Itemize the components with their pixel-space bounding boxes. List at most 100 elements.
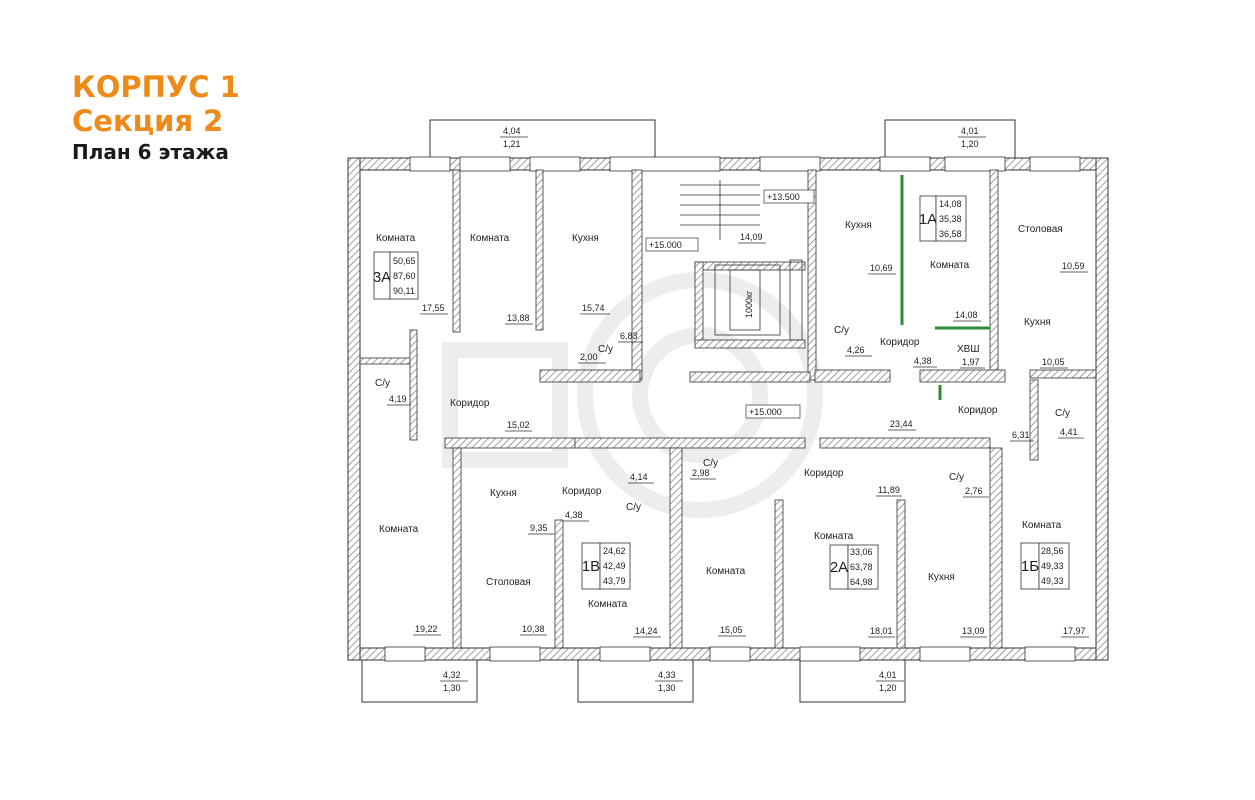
area-value: 10,59 — [1062, 261, 1085, 271]
svg-text:+15.000: +15.000 — [649, 240, 682, 250]
svg-text:+15.000: +15.000 — [749, 407, 782, 417]
room-label: Комната — [814, 531, 854, 542]
apartment-1a: 1А 14,08 35,38 36,58 — [919, 195, 967, 242]
room-label: Столовая — [486, 577, 531, 588]
room-label: С/у — [1055, 408, 1070, 419]
area-value: 23,44 — [890, 419, 913, 429]
svg-text:1,30: 1,30 — [443, 683, 461, 693]
apartment-1v: 1В 24,62 42,49 43,79 — [581, 542, 631, 590]
svg-text:4,01: 4,01 — [879, 670, 897, 680]
area-value: 4,14 — [630, 472, 648, 482]
apartment-area: 87,60 — [393, 271, 416, 281]
area-value: 17,97 — [1063, 626, 1086, 636]
area-value: 13,09 — [962, 626, 985, 636]
apartment-area: 50,65 — [393, 256, 416, 266]
area-value: 9,35 — [530, 523, 548, 533]
apartment-2a: 2А 33,06 63,78 64,98 — [829, 544, 879, 590]
room-label: С/у — [626, 502, 641, 513]
area-value: 15,74 — [582, 303, 605, 313]
svg-text:4,01: 4,01 — [961, 126, 979, 136]
room-label: Комната — [470, 233, 510, 244]
apartment-1b: 1Б 28,56 49,33 49,33 — [1020, 542, 1070, 590]
room-label: Комната — [706, 566, 746, 577]
apartment-area: 35,38 — [939, 214, 962, 224]
area-value: 4,41 — [1060, 427, 1078, 437]
interior-walls — [359, 169, 1097, 649]
area-value: 15,02 — [507, 420, 530, 430]
room-label: Коридор — [450, 398, 490, 409]
area-value: 4,19 — [389, 394, 407, 404]
area-value: 2,00 — [580, 352, 598, 362]
apartment-area: 63,78 — [850, 562, 873, 572]
room-label: Столовая — [1018, 224, 1063, 235]
svg-text:4,04: 4,04 — [503, 126, 521, 136]
svg-text:1,21: 1,21 — [503, 139, 521, 149]
room-area-values: 17,55 13,88 15,74 6,83 2,00 14,09 10,69 … — [389, 232, 1086, 636]
room-label: Кухня — [490, 488, 517, 499]
svg-text:1,20: 1,20 — [879, 683, 897, 693]
level-markers: +13.500 +15.000 +15.000 — [645, 189, 815, 419]
area-value: 17,55 — [422, 303, 445, 313]
room-label: Комната — [379, 524, 419, 535]
room-label: Комната — [588, 599, 628, 610]
area-value: 10,38 — [522, 624, 545, 634]
apartment-area: 64,98 — [850, 577, 873, 587]
area-value: 1,97 — [962, 357, 980, 367]
room-label: С/у — [375, 378, 390, 389]
windows — [384, 156, 1081, 662]
area-value: 10,05 — [1042, 357, 1065, 367]
room-label: С/у — [598, 344, 613, 355]
apartment-area: 28,56 — [1041, 546, 1064, 556]
area-value: 11,89 — [878, 485, 900, 495]
svg-text:1,30: 1,30 — [658, 683, 676, 693]
room-label: Кухня — [928, 572, 955, 583]
room-label: Кухня — [1024, 317, 1051, 328]
apartment-code: 1В — [582, 558, 600, 575]
area-value: 2,76 — [965, 486, 983, 496]
building-title: КОРПУС 1 — [72, 70, 240, 104]
apartment-code: 1А — [919, 211, 937, 228]
area-value: 2,98 — [692, 468, 710, 478]
room-label: Коридор — [804, 468, 844, 479]
room-areas — [387, 242, 1089, 638]
svg-text:4,32: 4,32 — [443, 670, 461, 680]
area-value: 6,83 — [620, 331, 638, 341]
apartment-area: 36,58 — [939, 229, 962, 239]
section-title: Секция 2 — [72, 104, 224, 138]
apartment-area: 42,49 — [603, 561, 626, 571]
room-label: Кухня — [845, 220, 872, 231]
apartment-code: 1Б — [1021, 558, 1039, 575]
svg-text:4,33: 4,33 — [658, 670, 676, 680]
apartment-code: 3А — [373, 269, 391, 286]
area-value: 6,31 — [1012, 430, 1030, 440]
room-label: ХВШ — [957, 344, 980, 355]
apartment-area: 33,06 — [850, 547, 873, 557]
apartment-area: 90,11 — [393, 286, 415, 296]
apartment-code: 2А — [830, 559, 848, 576]
room-label: Комната — [376, 233, 416, 244]
svg-text:+13.500: +13.500 — [767, 192, 800, 202]
room-label: С/у — [949, 472, 964, 483]
area-value: 18,01 — [870, 626, 893, 636]
apartment-area: 24,62 — [603, 546, 626, 556]
area-value: 19,22 — [415, 624, 438, 634]
room-label: Коридор — [958, 405, 998, 416]
room-label: Комната — [930, 260, 970, 271]
area-value: 10,69 — [870, 263, 893, 273]
title-block: КОРПУС 1 Секция 2 План 6 этажа — [72, 70, 240, 166]
room-label: С/у — [703, 458, 718, 469]
stairwell — [680, 180, 803, 341]
area-value: 15,05 — [720, 625, 743, 635]
apartment-area: 49,33 — [1041, 561, 1064, 571]
apartment-area: 49,33 — [1041, 576, 1064, 586]
elevator-label: 1000кг — [744, 290, 754, 318]
area-value: 4,26 — [847, 345, 865, 355]
area-value: 14,08 — [955, 310, 978, 320]
apartment-area: 14,08 — [939, 199, 962, 209]
apartment-3a: 3А 50,65 87,60 90,11 — [373, 251, 419, 300]
room-label: Коридор — [880, 337, 920, 348]
room-label: Комната — [1022, 520, 1062, 531]
apartment-area: 43,79 — [603, 576, 626, 586]
area-value: 4,38 — [565, 510, 583, 520]
